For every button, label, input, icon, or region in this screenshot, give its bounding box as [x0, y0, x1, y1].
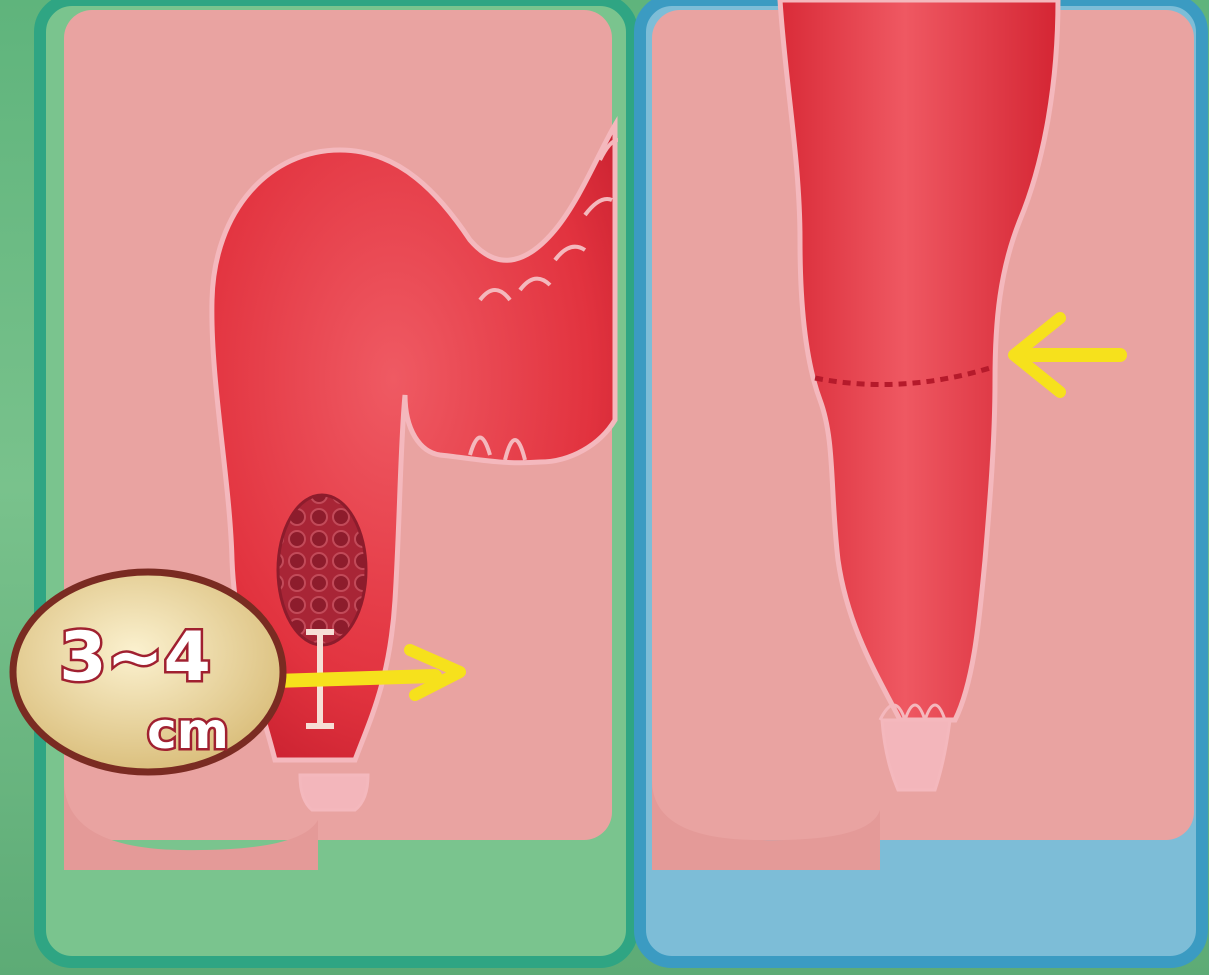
- left-panel: 3~4 cm: [13, 0, 632, 962]
- measurement-unit: cm: [147, 702, 229, 760]
- tumor-mass: [278, 495, 366, 645]
- right-panel: [640, 0, 1202, 962]
- left-anal-canal: [300, 775, 368, 810]
- measurement-badge: 3~4 cm: [13, 572, 283, 772]
- measurement-value: 3~4: [59, 618, 211, 697]
